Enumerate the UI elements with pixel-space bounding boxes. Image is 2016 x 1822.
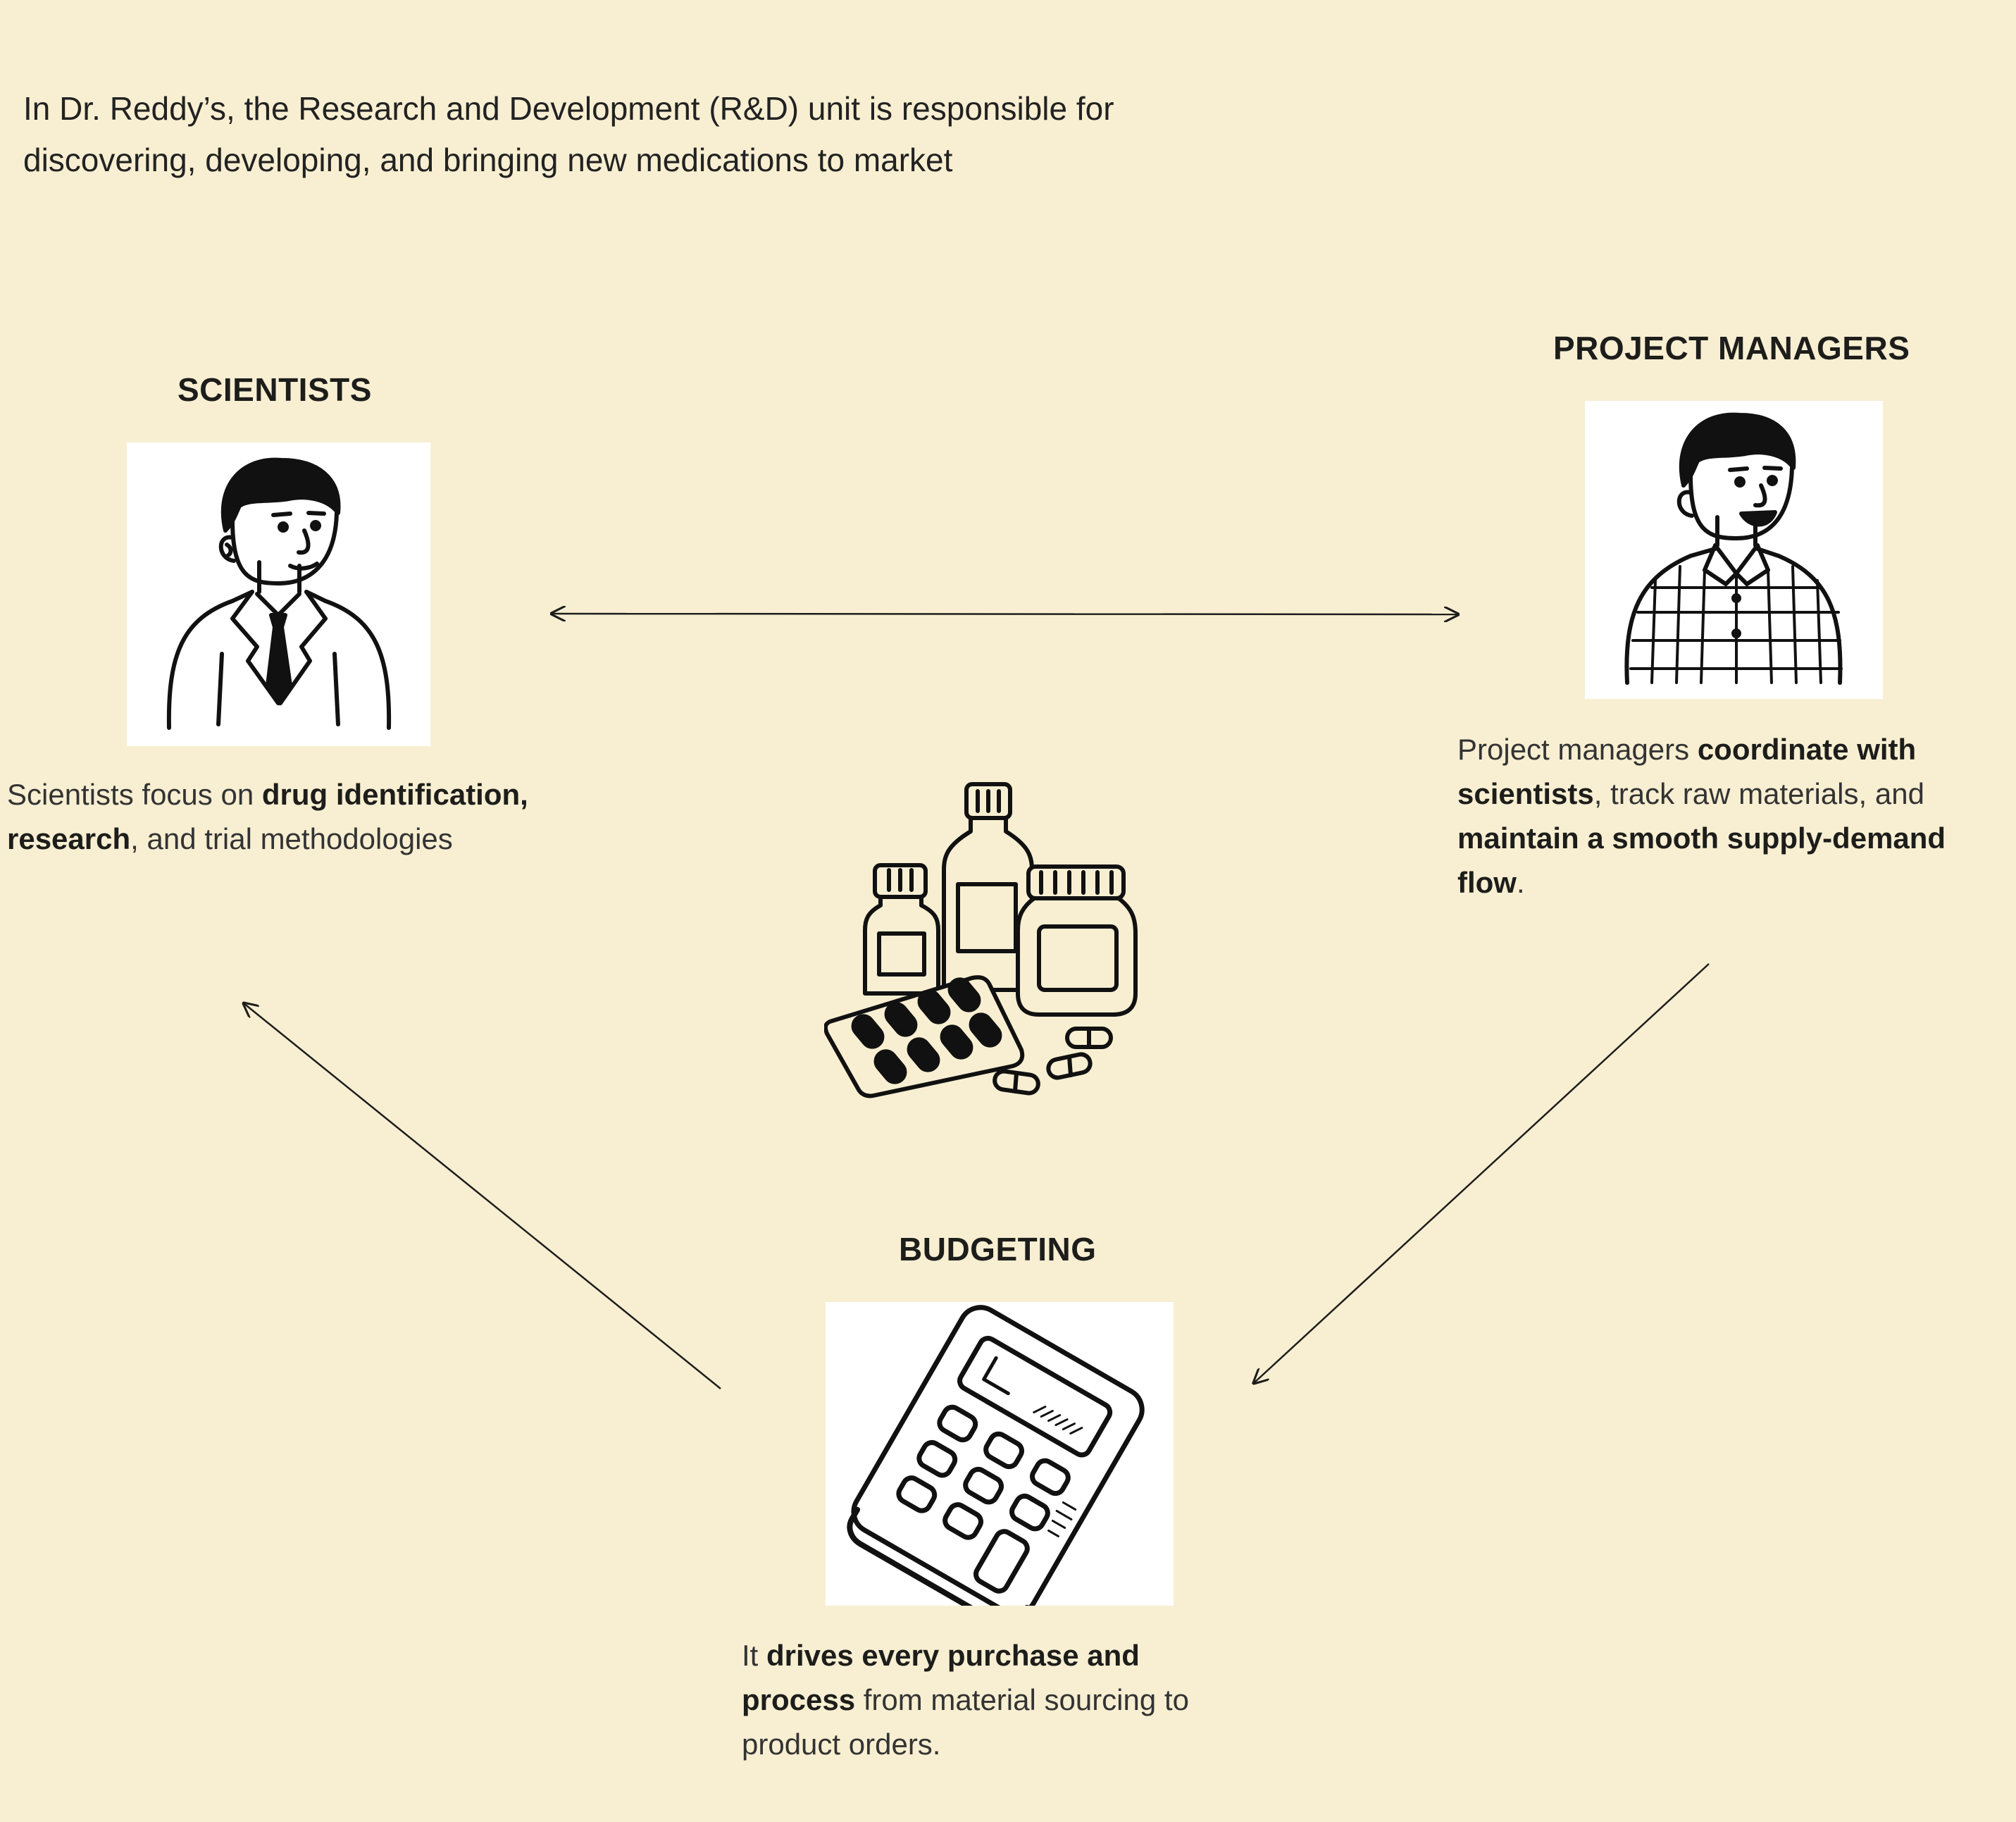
project-manager-card [1585, 401, 1883, 699]
intro-line-1: In Dr. Reddy’s, the Research and Develop… [23, 90, 1114, 127]
intro-line-2: discovering, developing, and bringing ne… [23, 142, 953, 178]
scientists-description: Scientists focus on drug identification,… [7, 778, 528, 855]
budgeting-description: It drives every purchase and process fro… [742, 1639, 1189, 1761]
project-managers-description: Project managers coordinate with scienti… [1457, 733, 1946, 899]
scientists-highlight: drug identification, research [7, 778, 528, 855]
scientist-card [127, 442, 430, 746]
calculator-icon [847, 1305, 1145, 1606]
calculator-card [826, 1302, 1174, 1606]
project-managers-title: PROJECT MANAGERS [1553, 330, 1910, 366]
medicines-icon [824, 782, 1138, 1098]
project-manager-icon [1624, 412, 1843, 685]
scientist-icon [166, 457, 392, 730]
managers-highlight-1: coordinate with scientists [1457, 733, 1917, 810]
budgeting-highlight: drives every purchase and process [742, 1639, 1140, 1716]
budgeting-title: BUDGETING [899, 1231, 1097, 1268]
arrow-budgeting-scientists [244, 1003, 721, 1389]
managers-highlight-2: maintain a smooth supply-demand flow [1457, 822, 1946, 899]
arrow-managers-budgeting [1254, 963, 1710, 1383]
intro-text: In Dr. Reddy’s, the Research and Develop… [23, 83, 1291, 186]
scientists-title: SCIENTISTS [178, 371, 372, 408]
